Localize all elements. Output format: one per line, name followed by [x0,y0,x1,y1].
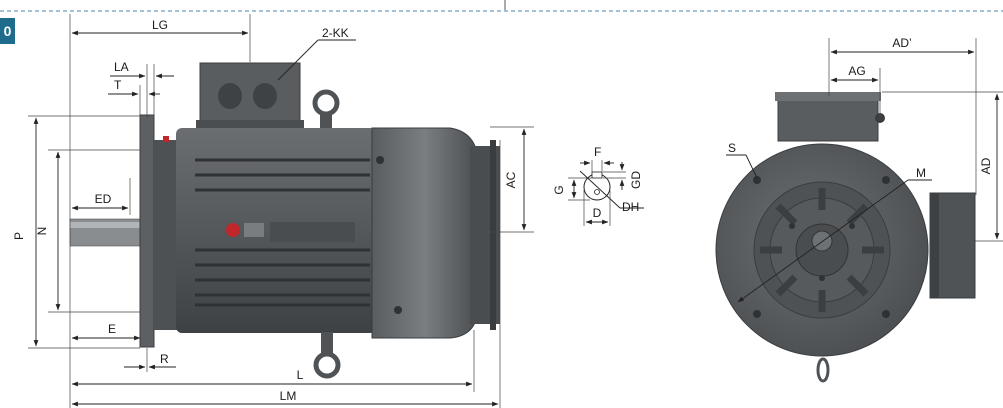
label-GD: GD [629,171,643,189]
label-S: S [728,141,736,155]
label-R: R [160,352,169,366]
label-2-KK: 2-KK [322,26,349,40]
label-LG: LG [152,18,168,32]
shaft-section: F GD G D DH [552,145,644,226]
cooling-fins [195,158,370,307]
end-cap [371,127,479,339]
front-lifting-eye [816,357,830,383]
label-AD-prime: AD’ [892,36,911,50]
label-M: M [916,166,926,180]
brand-logo [226,223,240,237]
nameplate [244,223,264,237]
label-AG: AG [848,64,865,78]
figure-badge: 0 [0,18,15,44]
label-AC: AC [504,171,518,188]
side-view-motor [69,62,500,379]
motor-flange [139,114,155,348]
lifting-eye-top [312,89,340,117]
terminal-box [199,62,301,129]
label-E: E [108,322,116,336]
label-F: F [594,145,601,159]
label-T: T [114,78,122,92]
label-DH: DH [622,200,639,214]
label-D: D [593,206,602,220]
label-P: P [12,232,26,240]
label-AD: AD [979,157,993,174]
label-LM: LM [280,389,297,403]
lifting-eye-bottom [313,351,341,379]
front-view-dimensions: AD’ AG AD S M [726,36,1003,303]
label-ED: ED [95,192,112,206]
label-LA: LA [114,60,129,74]
front-shaft-end [811,230,833,252]
front-view-motor [715,92,976,383]
side-view-dimensions: LG 2-KK LA T P N ED E [12,14,534,408]
label-G: G [552,185,566,194]
label-L: L [297,368,304,382]
label-N: N [35,227,49,236]
